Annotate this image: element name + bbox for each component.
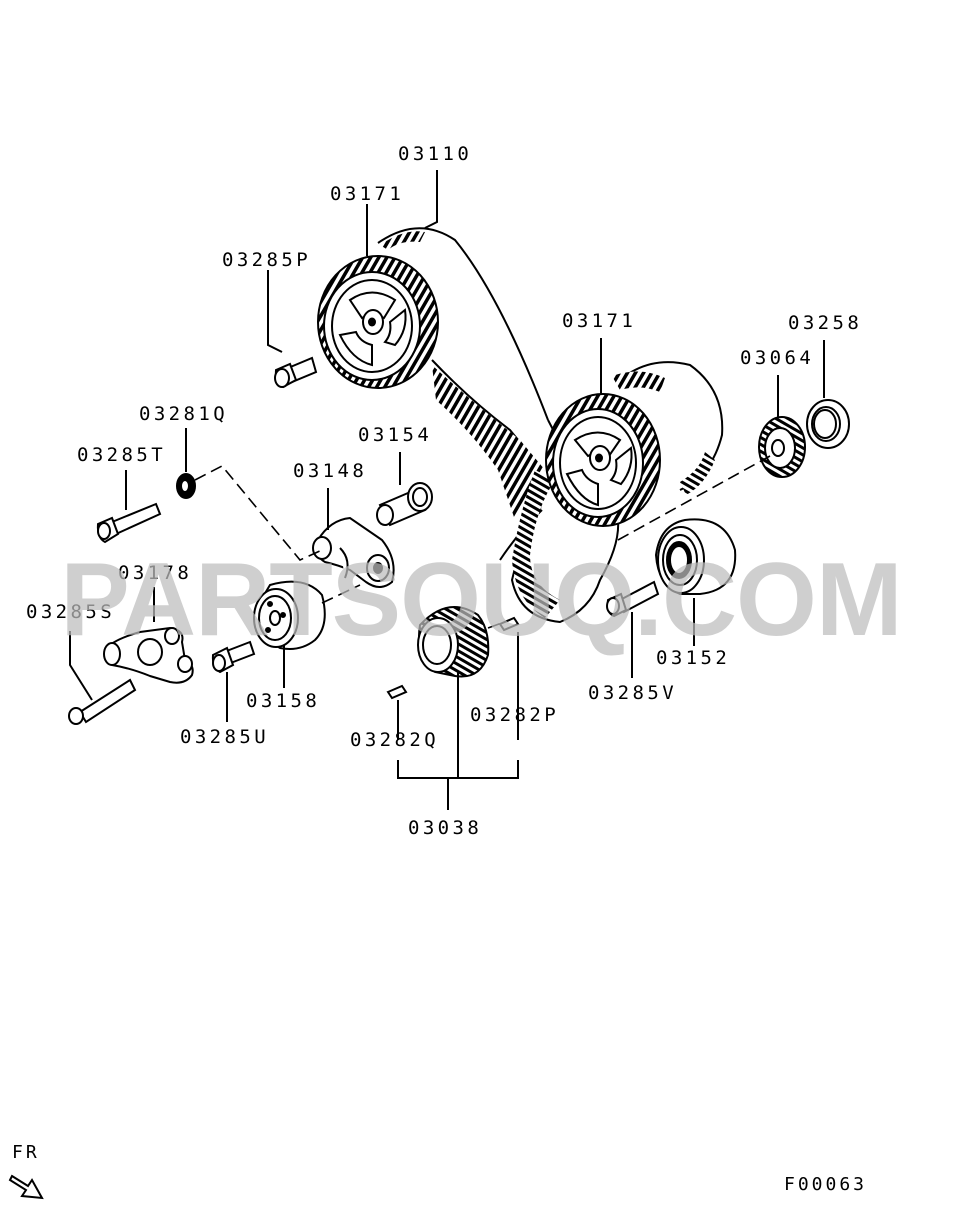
timing-belt[interactable] — [377, 227, 724, 624]
crank-flange[interactable] — [758, 416, 806, 478]
assembly-lines — [194, 455, 771, 629]
label-03258[interactable]: 03258 — [788, 312, 863, 334]
leader-lines — [69, 170, 825, 810]
oil-seal[interactable] — [806, 399, 850, 449]
label-03154[interactable]: 03154 — [358, 424, 433, 446]
bolt-03285T[interactable] — [96, 502, 162, 544]
bolt-03285V[interactable] — [606, 580, 660, 618]
washer-03281Q[interactable] — [176, 473, 196, 499]
label-03285T[interactable]: 03285T — [77, 444, 167, 466]
idler-pulley[interactable] — [654, 518, 737, 595]
bolt-03285U[interactable] — [211, 640, 256, 674]
label-03171-left[interactable]: 03171 — [330, 183, 405, 205]
bolt-03285S[interactable] — [68, 678, 137, 725]
label-03282P[interactable]: 03282P — [470, 704, 560, 726]
label-03158[interactable]: 03158 — [246, 690, 321, 712]
key-03282Q[interactable] — [386, 684, 408, 700]
label-03110[interactable]: 03110 — [398, 143, 473, 165]
tensioner-bracket[interactable] — [312, 516, 395, 588]
label-03148[interactable]: 03148 — [293, 460, 368, 482]
label-03038[interactable]: 03038 — [408, 817, 483, 839]
sleeve[interactable] — [376, 482, 433, 527]
label-03064[interactable]: 03064 — [740, 347, 815, 369]
direction-label: FR — [12, 1142, 40, 1163]
cam-sprocket-left[interactable] — [317, 255, 439, 389]
label-03285U[interactable]: 03285U — [180, 726, 270, 748]
label-03285V[interactable]: 03285V — [588, 682, 678, 704]
bolt-03285P[interactable] — [274, 356, 318, 389]
label-03282Q[interactable]: 03282Q — [350, 729, 440, 751]
cam-sprocket-right[interactable] — [545, 393, 661, 527]
label-03285S[interactable]: 03285S — [26, 601, 116, 623]
tensioner-arm[interactable] — [103, 626, 194, 684]
crank-sprocket[interactable] — [417, 606, 490, 678]
label-03152[interactable]: 03152 — [656, 647, 731, 669]
label-03171-right[interactable]: 03171 — [562, 310, 637, 332]
figure-id: F00063 — [784, 1174, 868, 1195]
arrow-front-icon — [8, 1174, 44, 1200]
label-03178[interactable]: 03178 — [118, 562, 193, 584]
tensioner-pulley[interactable] — [253, 580, 326, 650]
label-03285P[interactable]: 03285P — [222, 249, 312, 271]
label-03281Q[interactable]: 03281Q — [139, 403, 229, 425]
